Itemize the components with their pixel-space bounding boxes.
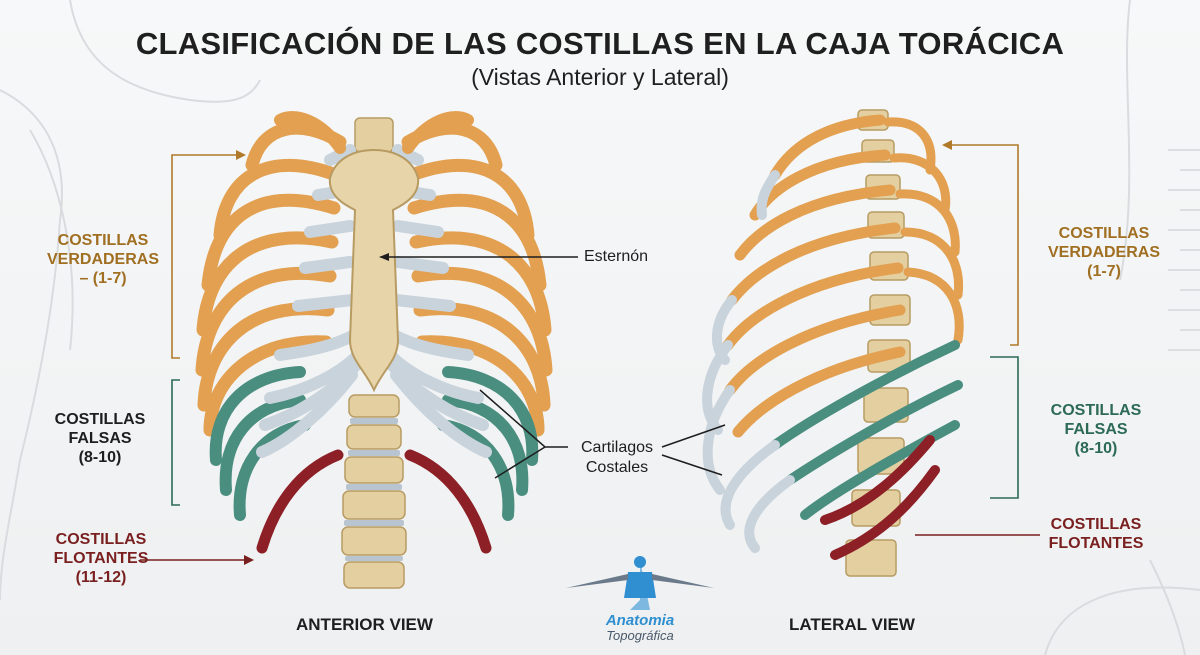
label-line: Cartilagos [580, 439, 654, 456]
anterior-rib-cage [195, 111, 553, 589]
label-left-true-ribs: COSTILLAS VERDADERAS – (1-7) [40, 231, 166, 288]
anterior-costal-cartilages [256, 144, 492, 458]
label-line: COSTILLAS [57, 232, 149, 249]
label-line: FALSAS [1064, 421, 1128, 438]
sternum [328, 148, 420, 393]
label-right-true-ribs: COSTILLAS VERDADERAS (1-7) [1030, 224, 1178, 281]
anterior-view-caption: ANTERIOR VIEW [296, 615, 433, 634]
label-line: COSTILLAS [1058, 225, 1150, 242]
logo-subtitle: Topográfica [606, 628, 674, 643]
logo-name: Anatomia [605, 612, 675, 629]
label-right-floating-ribs: COSTILLAS FLOTANTES [1030, 515, 1162, 553]
label-line: COSTILLAS [55, 531, 147, 548]
right-brackets [915, 140, 1040, 536]
label-line: (1-7) [1087, 263, 1121, 280]
anterior-clavicles [274, 111, 474, 154]
label-line: COSTILLAS [1050, 516, 1142, 533]
label-line: (11-12) [75, 569, 127, 586]
label-line: VERDADERAS [1047, 244, 1160, 261]
label-line: (8-10) [78, 449, 122, 466]
label-left-false-ribs: COSTILLAS FALSAS (8-10) [40, 410, 160, 467]
ruler-ticks [1168, 149, 1200, 351]
lateral-floating-ribs [820, 435, 940, 560]
label-line: (8-10) [1074, 440, 1118, 457]
page-subtitle: (Vistas Anterior y Lateral) [471, 64, 729, 90]
anterior-spine [341, 117, 407, 589]
label-line: FALSAS [68, 430, 132, 447]
label-line: FLOTANTES [1048, 535, 1144, 552]
lateral-view-caption: LATERAL VIEW [789, 615, 915, 634]
label-line: FLOTANTES [53, 550, 149, 567]
label-line: VERDADERAS [46, 251, 159, 268]
label-line: Costales [585, 459, 649, 476]
costal-cartilage-label: Cartilagos Costales [570, 438, 664, 478]
anterior-true-ribs-left [195, 121, 347, 437]
anterior-discs [344, 418, 404, 561]
sternum-label: Esternón [584, 248, 649, 265]
anterior-floating-ribs [256, 449, 492, 554]
label-line: COSTILLAS [54, 411, 146, 428]
label-left-floating-ribs: COSTILLAS FLOTANTES (11-12) [40, 530, 162, 587]
page-title: CLASIFICACIÓN DE LAS COSTILLAS EN LA CAJ… [135, 26, 1065, 61]
label-right-false-ribs: COSTILLAS FALSAS (8-10) [1030, 401, 1162, 458]
lateral-costal-cartilages [702, 170, 795, 553]
human-figure-icon [566, 556, 714, 610]
label-line: COSTILLAS [1050, 402, 1142, 419]
annotation-leaders [379, 253, 726, 479]
lateral-rib-backs [883, 117, 964, 345]
left-brackets [140, 150, 254, 565]
label-line: – (1-7) [79, 270, 127, 287]
lateral-rib-cage [702, 109, 964, 577]
